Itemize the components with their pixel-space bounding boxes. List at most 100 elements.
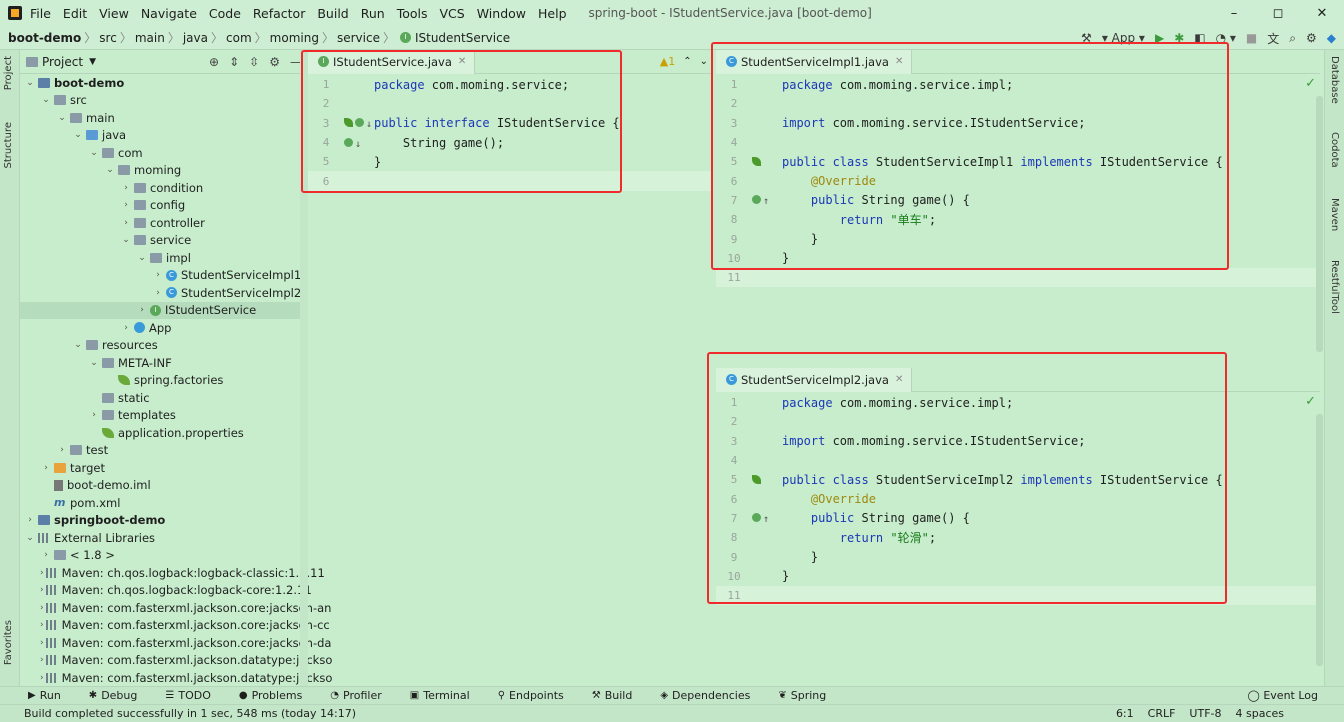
search-icon[interactable]: ⌕ bbox=[1289, 30, 1296, 45]
stop-icon[interactable]: ■ bbox=[1245, 31, 1258, 45]
code-line[interactable]: 2 bbox=[716, 412, 1320, 431]
code-line[interactable]: 6 @Override bbox=[716, 171, 1320, 190]
breadcrumb-item-java[interactable]: java bbox=[182, 30, 208, 45]
file-encoding[interactable]: UTF-8 bbox=[1189, 707, 1222, 720]
breadcrumb-item-file[interactable]: IStudentService bbox=[414, 30, 511, 45]
breadcrumb-item-moming[interactable]: moming bbox=[269, 30, 319, 45]
tree-item[interactable]: ›Maven: com.fasterxml.jackson.datatype:j… bbox=[20, 669, 332, 687]
tree-item[interactable]: ›Maven: com.fasterxml.jackson.core:jacks… bbox=[20, 599, 331, 617]
code-line[interactable]: 2 bbox=[308, 94, 712, 113]
tree-item[interactable]: ›condition bbox=[20, 179, 308, 197]
tree-item[interactable]: ›springboot-demo bbox=[20, 512, 308, 530]
chevron-icon[interactable]: ⌄ bbox=[90, 147, 98, 158]
breadcrumb-item-com[interactable]: com bbox=[226, 30, 252, 45]
tree-item[interactable]: ›Maven: com.fasterxml.jackson.core:jacks… bbox=[20, 634, 331, 652]
code-line[interactable]: 7↑ public String game() { bbox=[716, 509, 1320, 528]
spring-bean-icon[interactable] bbox=[752, 156, 761, 166]
breadcrumb-item-src[interactable]: src bbox=[99, 30, 117, 45]
run-config-select[interactable]: ▾ App ▾ bbox=[1101, 31, 1145, 45]
code-line[interactable]: 4 bbox=[716, 451, 1320, 470]
override-arrow-icon[interactable]: ↑ bbox=[763, 196, 770, 208]
bottom-tab-dependencies[interactable]: ◈Dependencies bbox=[646, 689, 750, 702]
tree-item[interactable]: ⌄service bbox=[20, 232, 308, 250]
chevron-up-icon[interactable]: ⌃ bbox=[683, 56, 692, 67]
code-line[interactable]: 6 @Override bbox=[716, 489, 1320, 508]
chevron-icon[interactable]: › bbox=[44, 462, 48, 473]
tree-item[interactable]: ⌄External Libraries bbox=[20, 529, 308, 547]
menu-item-edit[interactable]: Edit bbox=[62, 5, 88, 21]
method-marker-icon[interactable] bbox=[344, 137, 353, 147]
chevron-icon[interactable]: › bbox=[156, 287, 160, 298]
hammer-icon[interactable]: ⚒ bbox=[1081, 31, 1092, 45]
bottom-tab-problems[interactable]: ●Problems bbox=[225, 689, 302, 702]
chevron-icon[interactable]: ⌄ bbox=[26, 532, 34, 543]
chevron-icon[interactable]: › bbox=[44, 550, 48, 561]
implemented-arrow-icon[interactable]: ↓ bbox=[366, 119, 373, 131]
chevron-icon[interactable]: ⌄ bbox=[138, 252, 146, 263]
maven-tool-tab[interactable]: Maven bbox=[1329, 198, 1340, 232]
bottom-tab-todo[interactable]: ☰TODO bbox=[151, 689, 210, 702]
caret-position[interactable]: 6:1 bbox=[1115, 707, 1134, 720]
chevron-icon[interactable]: › bbox=[124, 182, 128, 193]
translate-icon[interactable]: 文 bbox=[1267, 31, 1280, 46]
chevron-icon[interactable]: ⌄ bbox=[90, 357, 98, 368]
chevron-icon[interactable]: › bbox=[40, 655, 44, 666]
menu-item-refactor[interactable]: Refactor bbox=[252, 5, 306, 21]
tree-item[interactable]: ⌄java bbox=[20, 127, 308, 145]
bottom-tab-run[interactable]: ▶Run bbox=[14, 689, 61, 702]
code-line[interactable]: 10} bbox=[716, 249, 1320, 268]
project-tool-tab[interactable]: Project bbox=[3, 56, 14, 91]
tree-item[interactable]: ›Maven: com.fasterxml.jackson.datatype:j… bbox=[20, 652, 332, 670]
chevron-icon[interactable]: ⌄ bbox=[74, 130, 82, 141]
chevron-icon[interactable]: ⌄ bbox=[106, 165, 114, 176]
code-line[interactable]: 8 return "轮滑"; bbox=[716, 528, 1320, 547]
tree-item[interactable]: ›App bbox=[20, 319, 308, 337]
chevron-icon[interactable]: ⌄ bbox=[42, 95, 50, 106]
restfultool-tool-tab[interactable]: RestfulTool bbox=[1329, 260, 1340, 314]
menu-item-view[interactable]: View bbox=[99, 5, 129, 21]
tree-item[interactable]: ⌄META-INF bbox=[20, 354, 308, 372]
override-marker-icon[interactable] bbox=[752, 513, 761, 523]
tree-item[interactable]: ›Maven: com.fasterxml.jackson.core:jacks… bbox=[20, 617, 330, 635]
chevron-icon[interactable]: › bbox=[28, 515, 32, 526]
tree-item[interactable]: static bbox=[20, 389, 308, 407]
editor-scrollbar[interactable] bbox=[1316, 414, 1323, 666]
menu-item-file[interactable]: File bbox=[30, 5, 51, 21]
tree-item[interactable]: ⌄src bbox=[20, 92, 308, 110]
chevron-icon[interactable]: ⌄ bbox=[26, 77, 34, 88]
hide-icon[interactable]: — bbox=[290, 54, 302, 69]
debug-icon[interactable]: ✱ bbox=[1174, 31, 1185, 45]
chevron-icon[interactable]: › bbox=[124, 200, 128, 211]
coverage-icon[interactable]: ◧ bbox=[1194, 31, 1206, 45]
code-line[interactable]: 2 bbox=[716, 94, 1320, 113]
bottom-tab-build[interactable]: ⚒Build bbox=[578, 689, 633, 702]
chevron-icon[interactable]: › bbox=[40, 620, 44, 631]
chevron-icon[interactable]: › bbox=[156, 270, 160, 281]
codota-tool-tab[interactable]: Codota bbox=[1329, 132, 1340, 168]
code-line[interactable]: 7↑ public String game() { bbox=[716, 191, 1320, 210]
close-icon[interactable]: ✕ bbox=[894, 56, 904, 67]
implemented-arrow-icon[interactable]: ↓ bbox=[355, 138, 362, 150]
close-button[interactable]: ✕ bbox=[1316, 5, 1328, 21]
warning-count[interactable]: ▲1 bbox=[659, 55, 676, 68]
menu-item-vcs[interactable]: VCS bbox=[439, 5, 465, 21]
code-line[interactable]: 11 bbox=[716, 585, 1320, 606]
expand-all-icon[interactable]: ⇕ bbox=[229, 54, 240, 69]
menu-item-window[interactable]: Window bbox=[476, 5, 527, 21]
menu-item-tools[interactable]: Tools bbox=[396, 5, 428, 21]
bottom-tab-profiler[interactable]: ◔Profiler bbox=[316, 689, 381, 702]
menu-item-run[interactable]: Run bbox=[360, 5, 385, 21]
tree-item[interactable]: ›Maven: ch.qos.logback:logback-core:1.2.… bbox=[20, 582, 312, 600]
code-line[interactable]: 8 return "单车"; bbox=[716, 210, 1320, 229]
tree-item[interactable]: ›< 1.8 > bbox=[20, 547, 308, 565]
code-line[interactable]: 4↓ String game(); bbox=[308, 133, 712, 152]
chevron-icon[interactable]: › bbox=[140, 305, 144, 316]
run-icon[interactable]: ▶ bbox=[1154, 31, 1165, 45]
chevron-icon[interactable]: › bbox=[60, 445, 64, 456]
